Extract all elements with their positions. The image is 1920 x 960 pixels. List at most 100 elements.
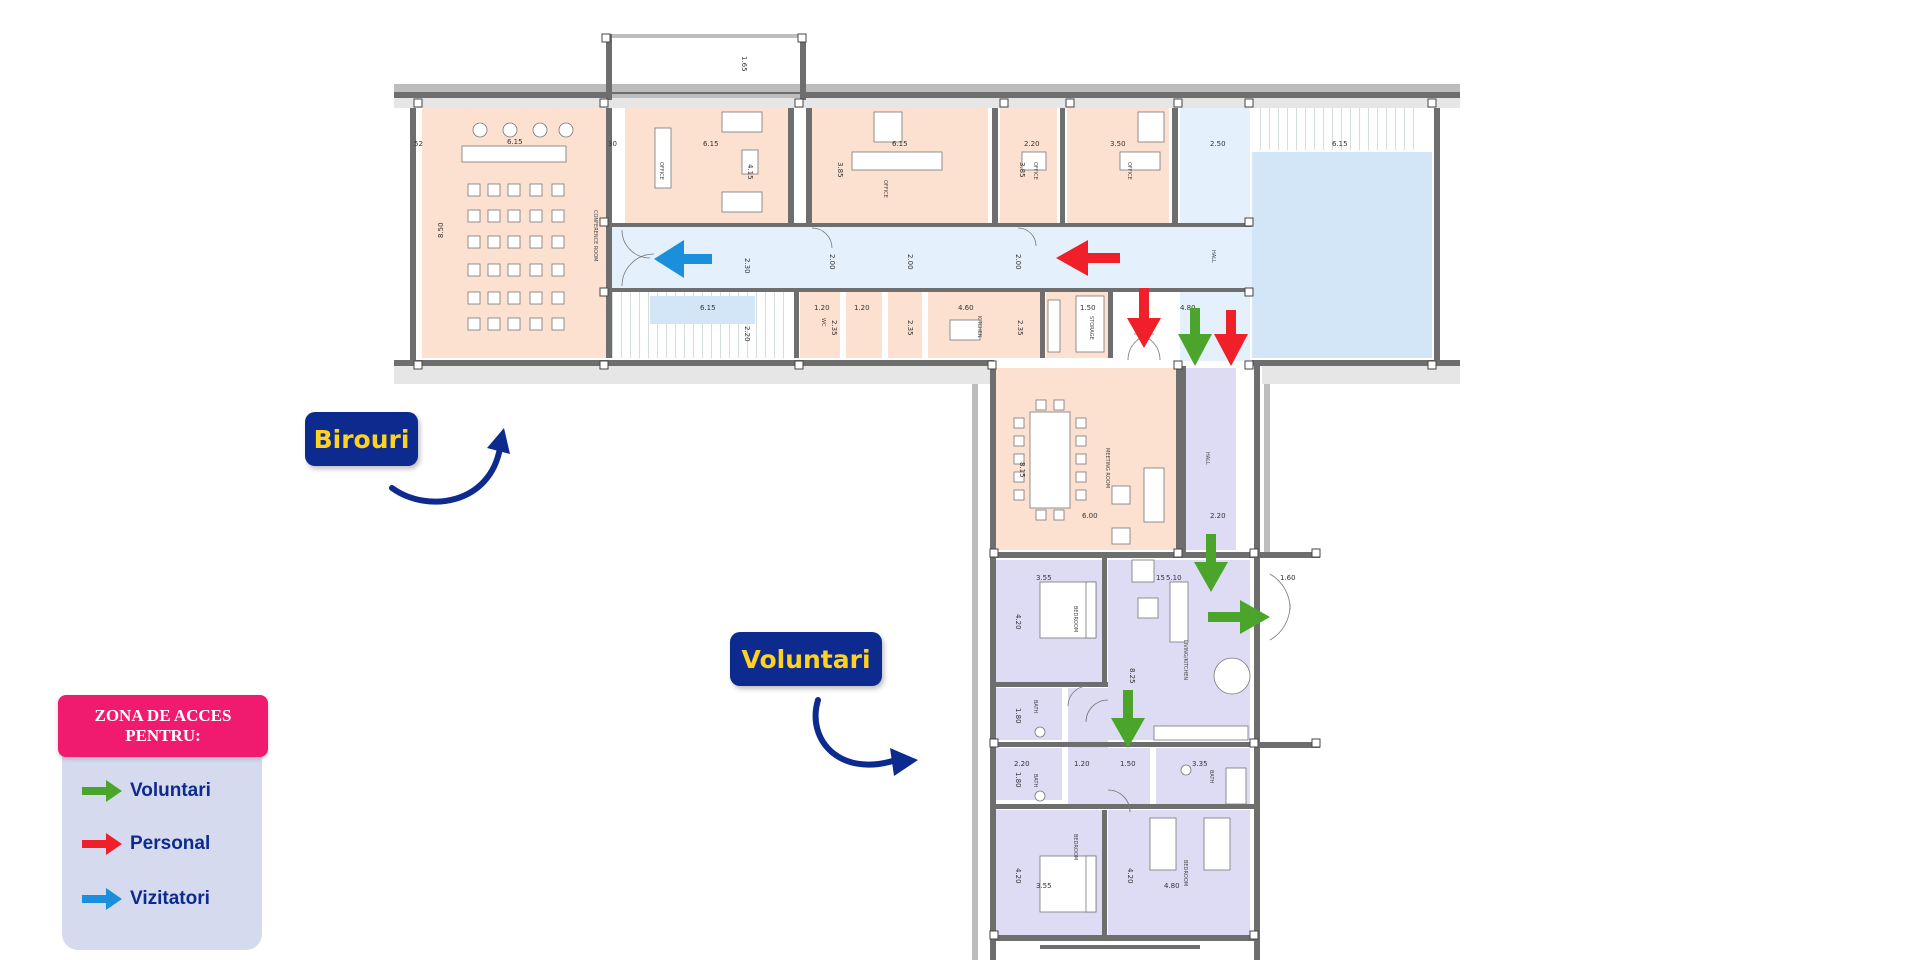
voluntari-pointer-head <box>890 748 918 776</box>
staff-arrow-down-1 <box>1127 288 1161 348</box>
tag-office-1: OFFICE <box>658 162 664 180</box>
green-arrow-icon <box>82 780 122 802</box>
tag-office-3: OFFICE <box>1032 162 1038 180</box>
meeting-furniture <box>1013 399 1165 545</box>
dim-bed2-h: 4.20 <box>1014 868 1022 884</box>
top-stair <box>1255 108 1415 150</box>
kitchen-furniture <box>949 295 1105 353</box>
tag-office-4: OFFICE <box>1126 162 1132 180</box>
dim-wc2: 1.20 <box>854 304 870 312</box>
tag-office-2: OFFICE <box>882 180 888 198</box>
wc-3 <box>888 292 922 358</box>
vertical-hall <box>1186 368 1236 550</box>
dim-meeting-h: 8.15 <box>1018 462 1026 478</box>
tag-kitchen: KITCHEN <box>976 316 982 338</box>
dim-hall3-w: 1.20 <box>1074 760 1090 768</box>
red-arrow-icon <box>82 833 122 855</box>
dim-wc1: 1.20 <box>814 304 830 312</box>
room-tags: CONFERENCE ROOM OFFICE OFFICE OFFICE OFF… <box>592 162 1216 886</box>
tag-hall-2: HALL <box>1204 452 1210 465</box>
staff-arrow-down-2 <box>1214 310 1248 366</box>
tag-conference: CONFERENCE ROOM <box>592 210 598 261</box>
dim-hall2-w: 2.20 <box>1210 512 1226 520</box>
dim-conference-h: 8.50 <box>437 222 445 238</box>
dim-storage-w: 1.50 <box>1080 304 1096 312</box>
tag-storage: STORAGE <box>1088 316 1094 340</box>
volunteer-arrow-down-1 <box>1178 308 1212 366</box>
legend-label-vizitatori: Vizitatori <box>130 888 210 909</box>
dim-wall-top: 1.65 <box>740 56 748 72</box>
conference-furniture <box>461 122 574 331</box>
wc-1 <box>800 292 840 358</box>
dim-wc-h2: 2.35 <box>906 320 914 336</box>
dim-bed3-h: 4.20 <box>1126 868 1134 884</box>
dim-corridor-h3: 2.00 <box>906 254 914 270</box>
dim-stair-bottom-w: 6.15 <box>700 304 716 312</box>
dim-bed2-w: 3.55 <box>1036 882 1052 890</box>
hall-lower <box>1068 688 1108 808</box>
bath-2 <box>996 748 1062 800</box>
tag-bath-1: BATH <box>1032 700 1038 714</box>
dim-door-w: 1.60 <box>1280 574 1296 582</box>
tag-bedroom-3: BEDROOM <box>1182 860 1188 886</box>
tag-hall: HALL <box>1210 250 1216 263</box>
hall-mid <box>1108 748 1150 808</box>
stair-void <box>1252 152 1432 358</box>
dim-office1-h: 4.15 <box>746 164 754 180</box>
legend-label-voluntari: Voluntari <box>130 780 211 801</box>
dim-corridor-h4: 2.00 <box>1014 254 1022 270</box>
dim-office2-h: 3.85 <box>836 162 844 178</box>
dim-office3-w: 2.20 <box>1024 140 1040 148</box>
dim-stair-bottom-h: 2.20 <box>743 326 751 342</box>
walls <box>394 34 1460 960</box>
dim-bath1-h: 1.80 <box>1014 708 1022 724</box>
dim-bath2-w: 2.20 <box>1014 760 1030 768</box>
tag-wc: WC <box>820 318 826 327</box>
office-wing-fills <box>422 108 1432 361</box>
dim-corridor-h1: 2.30 <box>743 258 751 274</box>
dim-meeting-w: 6.00 <box>1082 512 1098 520</box>
dim-wall-15: 15 <box>1156 574 1165 582</box>
curved-pointers <box>389 428 918 776</box>
dim-bath2-h: 1.80 <box>1014 772 1022 788</box>
office-room-1 <box>625 108 788 223</box>
dim-office4-w: 3.50 <box>1110 140 1126 148</box>
staff-arrow-corridor <box>1056 240 1120 276</box>
dim-bed3-w: 4.80 <box>1164 882 1180 890</box>
dim-wc-h1: 2.35 <box>830 320 838 336</box>
volunteer-furniture <box>1034 559 1251 913</box>
dim-kitchen-w: 4.60 <box>958 304 974 312</box>
dim-wall-52: 52 <box>414 140 423 148</box>
office-furniture <box>654 111 1165 213</box>
dim-office1-w: 6.15 <box>703 140 719 148</box>
tag-living: LIVING/KITCHEN <box>1182 640 1188 680</box>
legend-title-line1: ZONA DE ACCES <box>94 706 232 725</box>
dim-entry-w: 4.80 <box>1180 304 1196 312</box>
bath-1 <box>996 688 1062 740</box>
main-corridor <box>612 226 1252 288</box>
dim-hall-w: 2.50 <box>1210 140 1226 148</box>
dim-hall4-w: 1.50 <box>1120 760 1136 768</box>
visitor-arrow-corridor <box>654 240 712 278</box>
dim-bed1-w: 3.55 <box>1036 574 1052 582</box>
dim-stair-w: 6.15 <box>1332 140 1348 148</box>
volunteer-arrow-down-2 <box>1194 534 1228 592</box>
blue-arrow-icon <box>82 888 122 910</box>
birouri-pointer-head <box>487 428 510 454</box>
legend-label-personal: Personal <box>130 833 211 854</box>
dim-living-h: 8.25 <box>1128 668 1136 684</box>
dim-office2-w: 6.15 <box>892 140 908 148</box>
dim-conference-w: 6.15 <box>507 138 523 146</box>
door-swings <box>621 227 1291 813</box>
legend-item-personal: Personal <box>80 829 210 859</box>
dim-office3-h: 3.85 <box>1018 162 1026 178</box>
access-arrows <box>654 240 1270 748</box>
volunteer-arrow-down-3 <box>1111 690 1145 748</box>
dim-living-w: 5.10 <box>1166 574 1182 582</box>
dimension-labels: 6.15 8.50 6.15 4.15 6.15 3.85 2.20 3.85 … <box>414 56 1348 890</box>
legend-title-line2: PENTRU: <box>125 726 201 745</box>
tag-bedroom-1: BEDROOM <box>1072 606 1078 632</box>
volunteer-arrow-right <box>1208 600 1270 634</box>
dim-wall-30: 30 <box>608 140 617 148</box>
